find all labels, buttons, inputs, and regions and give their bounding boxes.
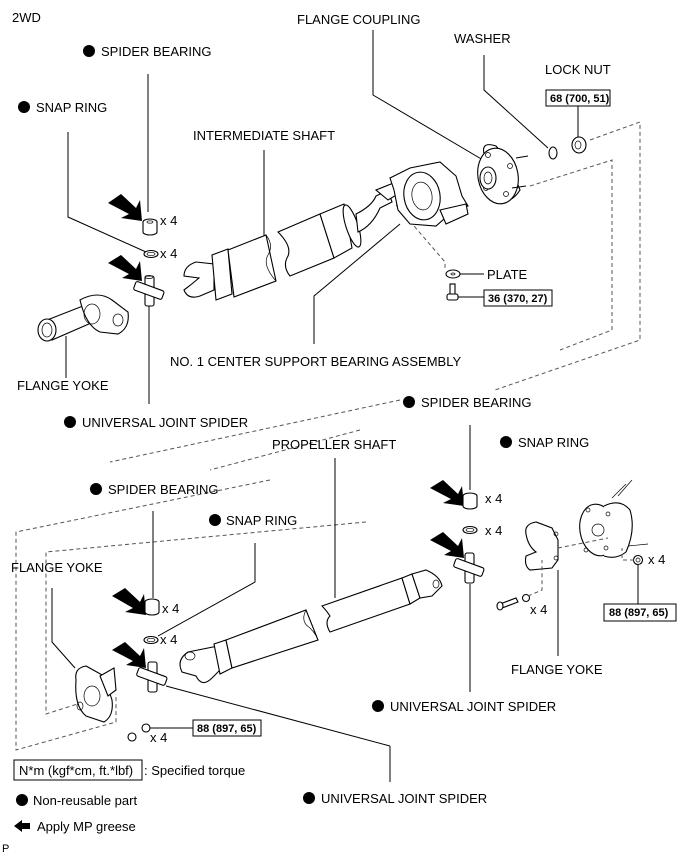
- legend-torque-desc: : Specified torque: [144, 763, 245, 778]
- leader-flange-coupling: [372, 30, 484, 161]
- legend-grease: Apply MP greese: [14, 819, 136, 834]
- svg-text:88 (897, 65): 88 (897, 65): [609, 607, 669, 619]
- grease-arrow: [112, 642, 146, 668]
- grease-arrow: [108, 255, 142, 281]
- label-ujoint-spider-rear: UNIVERSAL JOINT SPIDER: [390, 699, 556, 714]
- flange-yoke-upper-part: [37, 294, 129, 342]
- universal-joint-spider-part: [133, 275, 165, 307]
- non-reusable-dot: [18, 101, 30, 113]
- qty-snap-ring-rear: x 4: [485, 523, 502, 538]
- label-ujoint-spider-front: UNIVERSAL JOINT SPIDER: [321, 791, 487, 806]
- spider-bearing-part: [142, 218, 158, 236]
- upper-dashed-outline: [395, 121, 641, 391]
- label-propeller-shaft: PROPELLER SHAFT: [272, 437, 396, 452]
- qty-spider-bearing-front: x 4: [162, 601, 179, 616]
- grease-arrow-icon: [14, 820, 30, 832]
- qty-rear-nut: x 4: [648, 552, 665, 567]
- label-flange-yoke-upper: FLANGE YOKE: [17, 378, 109, 393]
- svg-text:36 (370, 27): 36 (370, 27): [488, 293, 548, 305]
- label-lock-nut: LOCK NUT: [545, 62, 611, 77]
- propeller-shaft-part: [179, 569, 443, 684]
- bolt-part: [446, 283, 459, 301]
- label-washer: WASHER: [454, 31, 511, 46]
- snap-ring-part: [143, 249, 159, 259]
- label-snap-ring-rear: SNAP RING: [518, 435, 589, 450]
- qty-rear-bolt: x 4: [530, 602, 547, 617]
- label-flange-yoke-rear: FLANGE YOKE: [511, 662, 603, 677]
- label-spider-bearing-front: SPIDER BEARING: [108, 482, 219, 497]
- torque-box-lock-nut: 68 (700, 51): [545, 89, 611, 107]
- torque-box-center-bearing-bolt: 36 (370, 27): [483, 289, 553, 307]
- leader-center-bearing: [313, 223, 401, 344]
- torque-box-rear-nut: 88 (897, 65): [603, 603, 677, 622]
- variant-label: 2WD: [12, 10, 41, 25]
- flange-yoke-rear-part: [524, 521, 559, 571]
- label-spider-bearing-rear: SPIDER BEARING: [421, 395, 532, 410]
- leader-snap-ring-front: [157, 543, 256, 637]
- lock-nut-part: [571, 136, 587, 154]
- svg-text:88 (897, 65): 88 (897, 65): [197, 723, 257, 735]
- snap-ring-rear-part: [462, 525, 478, 535]
- non-reusable-dot: [500, 436, 512, 448]
- non-reusable-dot: [403, 396, 415, 408]
- label-flange-yoke-front: FLANGE YOKE: [11, 560, 103, 575]
- legend-torque-unit: N*m (kgf*cm, ft.*lbf): [19, 763, 133, 778]
- center-support-bearing-part: [389, 161, 469, 227]
- non-reusable-dot: [372, 700, 384, 712]
- svg-text:68 (700, 51): 68 (700, 51): [550, 93, 610, 105]
- legend-grease-text: Apply MP greese: [37, 819, 136, 834]
- universal-joint-spider-rear-part: [453, 552, 485, 584]
- differential-flange-part: [579, 479, 649, 558]
- front-nut-part: [127, 723, 151, 742]
- non-reusable-dot: [83, 45, 95, 57]
- lower-dashed-outline: [15, 399, 401, 751]
- spider-bearing-rear-part: [462, 492, 478, 510]
- grease-arrow: [112, 588, 146, 615]
- label-plate: PLATE: [487, 267, 528, 282]
- legend-non-reusable: Non-reusable part: [16, 793, 137, 808]
- spider-bearing-front-part: [144, 598, 160, 616]
- label-flange-coupling: FLANGE COUPLING: [297, 12, 421, 27]
- label-spider-bearing-upper: SPIDER BEARING: [101, 44, 212, 59]
- non-reusable-dot: [303, 792, 315, 804]
- label-snap-ring-upper: SNAP RING: [36, 100, 107, 115]
- leader-washer: [483, 55, 549, 149]
- non-reusable-dot: [90, 483, 102, 495]
- label-center-support-bearing: NO. 1 CENTER SUPPORT BEARING ASSEMBLY: [170, 354, 461, 369]
- universal-joint-spider-front-part: [136, 661, 168, 693]
- footer-code: P: [2, 843, 9, 854]
- plate-part: [445, 269, 461, 279]
- rear-bolt-part: [496, 593, 531, 611]
- qty-snap-ring-upper: x 4: [160, 246, 177, 261]
- leader-snap-ring-upper: [67, 132, 147, 253]
- torque-box-front-nut: 88 (897, 65): [192, 719, 262, 737]
- qty-snap-ring-front: x 4: [160, 632, 177, 647]
- intermediate-shaft-part: [183, 181, 399, 301]
- label-intermediate-shaft: INTERMEDIATE SHAFT: [193, 128, 335, 143]
- non-reusable-dot: [209, 514, 221, 526]
- grease-arrow: [430, 532, 464, 558]
- qty-spider-bearing-rear: x 4: [485, 491, 502, 506]
- snap-ring-front-part: [143, 635, 159, 645]
- flange-yoke-front-part: [75, 665, 117, 723]
- qty-front-nut: x 4: [150, 730, 167, 745]
- legend-torque: N*m (kgf*cm, ft.*lbf) : Specified torque: [13, 759, 245, 781]
- legend-non-reusable-text: Non-reusable part: [33, 793, 137, 808]
- non-reusable-dot: [64, 416, 76, 428]
- rear-nut-part: [632, 554, 644, 566]
- grease-arrow: [430, 480, 464, 506]
- qty-spider-bearing-upper: x 4: [160, 213, 177, 228]
- grease-arrow: [108, 194, 142, 221]
- leader-flange-yoke-front: [51, 588, 76, 669]
- legend: N*m (kgf*cm, ft.*lbf) : Specified torque…: [13, 759, 245, 834]
- label-ujoint-spider-upper: UNIVERSAL JOINT SPIDER: [82, 415, 248, 430]
- washer-part: [548, 146, 558, 160]
- label-snap-ring-front: SNAP RING: [226, 513, 297, 528]
- non-reusable-dot-icon: [16, 794, 28, 806]
- flange-coupling-part: [477, 144, 529, 205]
